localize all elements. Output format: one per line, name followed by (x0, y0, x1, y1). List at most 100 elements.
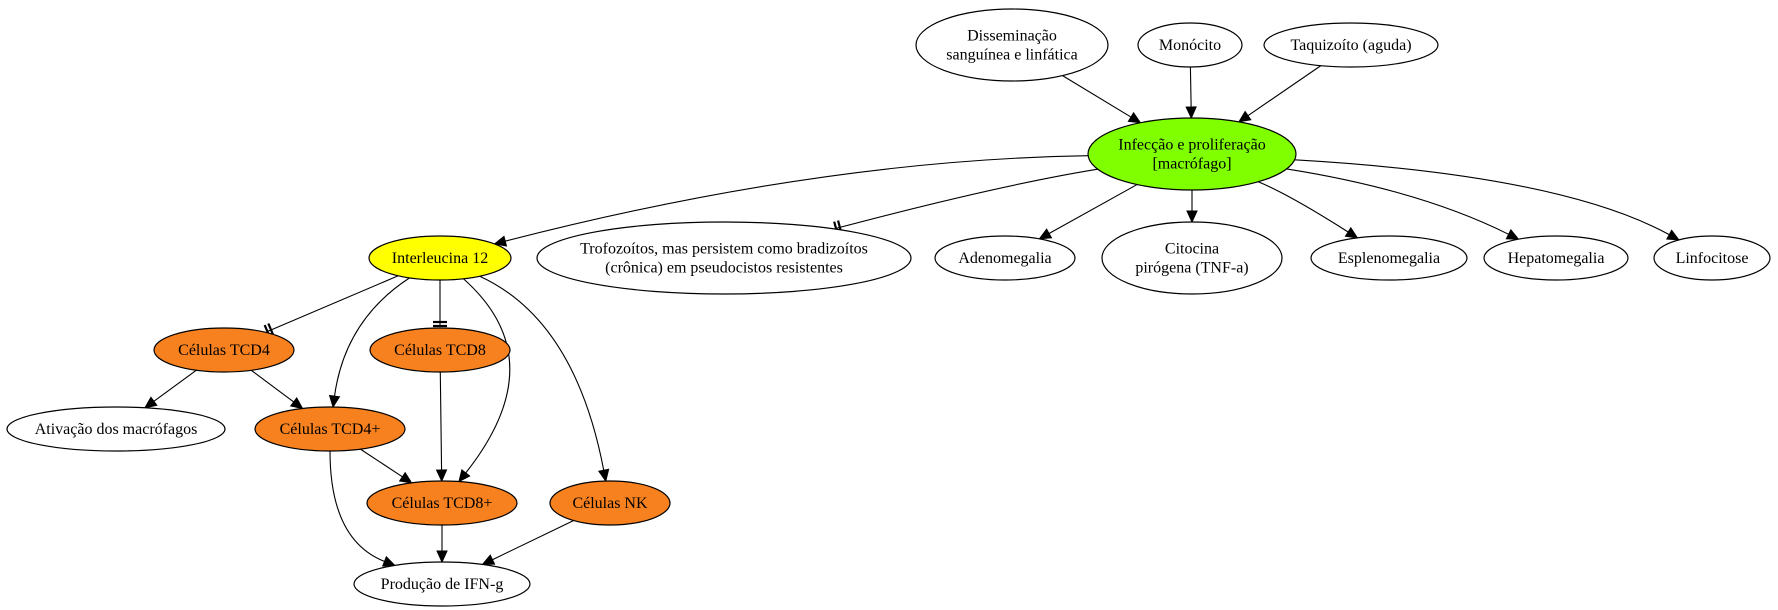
edge-infeccao-to-adenomegalia (1038, 184, 1138, 240)
edge-line (333, 277, 410, 397)
edge-line (1189, 66, 1192, 108)
edge-il12-to-tcd8plus (458, 278, 511, 483)
arrowhead (1186, 210, 1198, 224)
node-monocito: Monócito (1137, 22, 1243, 68)
edge-line (153, 369, 197, 402)
node-ellipse (153, 327, 295, 373)
edge-line (1062, 75, 1132, 118)
edge-infeccao-to-il12 (493, 155, 1089, 247)
edge-line (439, 371, 443, 471)
node-label: Trofozoítos, mas persistem como bradizoí… (580, 241, 868, 258)
edge-line (505, 155, 1089, 242)
edge-line (1286, 168, 1509, 235)
node-label: pirógena (TNF-a) (1135, 260, 1248, 277)
edges-layer (144, 65, 1680, 567)
node-label: Células TCD8 (394, 342, 486, 359)
edge-tcd4-to-tcd4plus (250, 369, 304, 410)
edge-line (1048, 184, 1138, 234)
node-label: sanguínea e linfática (946, 47, 1078, 64)
node-label: [macrófago] (1152, 156, 1231, 173)
arrowhead (328, 394, 341, 409)
arrowhead (1185, 106, 1197, 120)
node-ellipse (1087, 117, 1297, 191)
edge-line (463, 278, 511, 474)
edge-line (329, 450, 385, 562)
node-ellipse (1101, 221, 1283, 295)
node-label: Adenomegalia (958, 250, 1051, 267)
node-label: Células TCD4+ (280, 421, 381, 438)
node-label: Produção de IFN-g (381, 576, 504, 593)
node-ellipse (353, 561, 531, 607)
node-ellipse (1310, 235, 1468, 281)
arrowhead (493, 235, 508, 247)
edge-nk-to-ifn (481, 520, 574, 565)
node-tcd4: Células TCD4 (153, 327, 295, 373)
arrowhead (144, 396, 158, 409)
node-il12: Interleucina 12 (368, 235, 512, 281)
node-ellipse (536, 221, 912, 295)
edge-infeccao-to-citocina (1186, 190, 1198, 224)
node-hepatomegalia: Hepatomegalia (1483, 235, 1629, 281)
edge-infeccao-to-trofozoitos (833, 168, 1098, 236)
node-linfocitose: Linfocitose (1653, 235, 1771, 281)
arrowhead (381, 555, 396, 567)
edge-il12-to-tcd8 (433, 280, 447, 328)
node-label: Disseminação (967, 28, 1057, 45)
arrowhead (1666, 229, 1680, 241)
node-ellipse (915, 8, 1109, 82)
arrowhead (435, 469, 448, 483)
edge-disseminacao-to-infeccao (1062, 75, 1142, 124)
node-ifn: Produção de IFN-g (353, 561, 531, 607)
node-ellipse (369, 327, 511, 373)
edge-monocito-to-infeccao (1185, 66, 1197, 120)
arrowhead (289, 397, 304, 410)
node-label: (crônica) em pseudocistos resistentes (605, 260, 843, 277)
node-tcd4plus: Células TCD4+ (254, 406, 406, 452)
edge-infeccao-to-esplenomegalia (1258, 181, 1359, 239)
node-label: Ativação dos macrófagos (35, 421, 198, 438)
node-label: Linfocitose (1676, 250, 1749, 267)
node-label: Interleucina 12 (392, 250, 488, 267)
node-ellipse (1263, 22, 1439, 68)
edge-line (479, 275, 605, 471)
arrowhead (398, 471, 413, 484)
node-ellipse (6, 406, 226, 452)
edge-infeccao-to-linfocitose (1294, 159, 1680, 241)
node-label: Células TCD4 (178, 342, 270, 359)
node-label: Hepatomegalia (1508, 250, 1605, 267)
node-ellipse (1137, 22, 1243, 68)
node-esplenomegalia: Esplenomegalia (1310, 235, 1468, 281)
node-label: Células TCD8+ (392, 495, 493, 512)
edge-tcd8plus-to-ifn (436, 525, 448, 564)
node-ellipse (366, 480, 518, 526)
edge-il12-to-nk (479, 275, 610, 483)
edge-line (1247, 65, 1322, 117)
node-ellipse (1483, 235, 1629, 281)
edge-line (835, 168, 1098, 229)
arrowhead (1127, 111, 1142, 124)
node-label: Esplenomegalia (1338, 250, 1440, 267)
node-infeccao: Infecção e proliferação[macrófago] (1087, 117, 1297, 191)
node-citocina: Citocina pirógena (TNF-a) (1101, 221, 1283, 295)
node-ellipse (1653, 235, 1771, 281)
node-taquizoito: Taquizoíto (aguda) (1263, 22, 1439, 68)
arrowhead (458, 468, 471, 483)
edge-line (492, 520, 574, 561)
edge-line (360, 448, 403, 478)
node-label: Monócito (1159, 37, 1221, 54)
edge-il12-to-tcd4plus (328, 277, 410, 409)
node-ellipse (549, 480, 671, 526)
edge-line (1258, 181, 1349, 233)
node-ativacao: Ativação dos macrófagos (6, 406, 226, 452)
edge-infeccao-to-hepatomegalia (1286, 168, 1520, 240)
node-label: Citocina (1165, 241, 1219, 258)
node-tcd8plus: Células TCD8+ (366, 480, 518, 526)
edge-line (1294, 159, 1670, 236)
node-label: Células NK (572, 495, 648, 512)
node-ellipse (254, 406, 406, 452)
node-tcd8: Células TCD8 (369, 327, 511, 373)
edge-taquizoito-to-infeccao (1237, 65, 1322, 123)
edge-tcd4plus-to-tcd8plus (360, 448, 413, 484)
arrowhead (597, 468, 610, 483)
